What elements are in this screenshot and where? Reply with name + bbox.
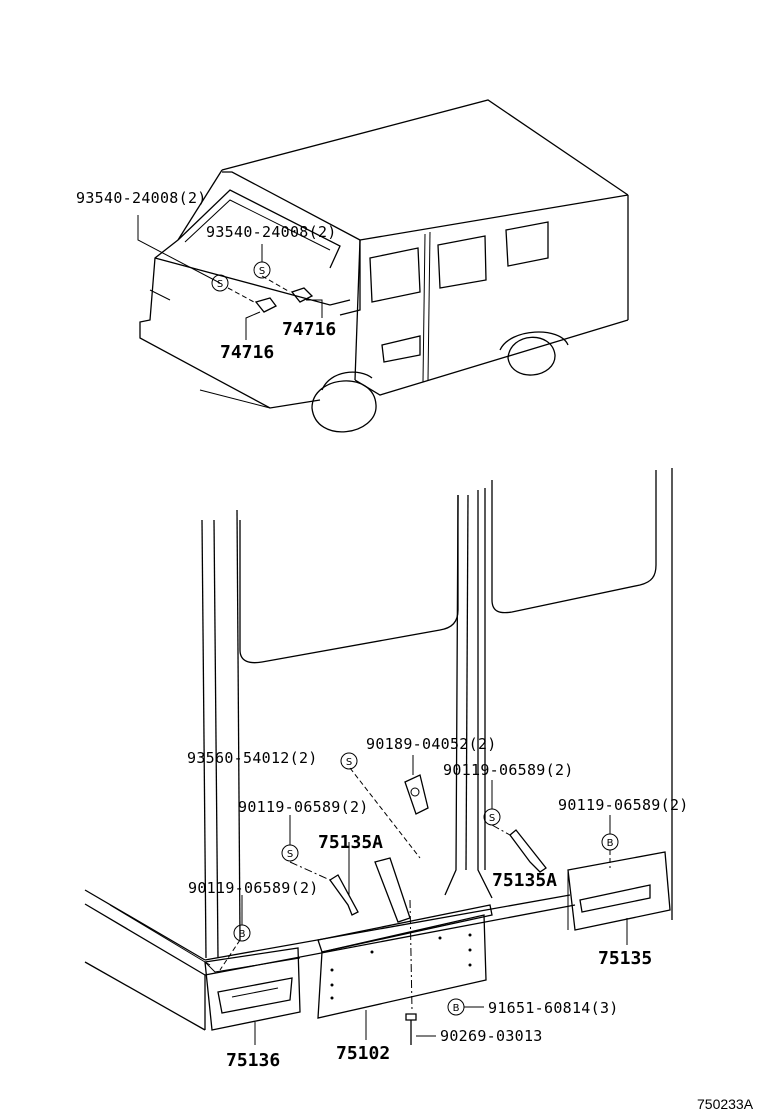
svg-text:B: B: [607, 838, 614, 849]
screw-symbol-4: S: [281, 844, 299, 862]
label-90119-06589-d: 90119-06589(2): [188, 879, 319, 897]
bolt-symbol-3: B: [447, 998, 465, 1016]
mudflap-75135: [567, 851, 671, 931]
svg-text:S: S: [259, 266, 265, 277]
bolt-symbol-1: B: [233, 924, 251, 942]
label-75135: 75135: [598, 948, 652, 969]
screw-symbol-5: S: [483, 808, 501, 826]
screw-symbol-2: S: [253, 261, 271, 279]
label-75135A-a: 75135A: [318, 832, 383, 853]
label-75135A-b: 75135A: [492, 870, 557, 891]
svg-text:S: S: [489, 813, 495, 824]
bracket-75135A-right: [509, 829, 547, 873]
label-75136: 75136: [226, 1050, 280, 1071]
screw-symbol-1: S: [211, 274, 229, 292]
label-75102: 75102: [336, 1043, 390, 1064]
figure-code: 750233A: [697, 1096, 754, 1112]
svg-text:S: S: [346, 757, 352, 768]
label-90189-04052: 90189-04052(2): [366, 735, 497, 753]
label-91651-60814: 91651-60814(3): [488, 999, 619, 1017]
van-illustration: [139, 99, 629, 433]
svg-text:S: S: [287, 849, 293, 860]
label-74716-b: 74716: [220, 342, 274, 363]
bolt-symbol-2: B: [601, 833, 619, 851]
svg-text:B: B: [239, 929, 246, 940]
body-side-panel: [84, 468, 673, 1031]
label-90119-06589-a: 90119-06589(2): [443, 761, 574, 779]
svg-text:S: S: [217, 279, 223, 290]
clip-90189: [404, 774, 429, 815]
label-93560-54012: 93560-54012(2): [187, 749, 318, 767]
bracket-75135A-left: [329, 874, 359, 916]
screw-symbol-3: S: [340, 752, 358, 770]
label-93540-24008-b: 93540-24008(2): [206, 223, 337, 241]
label-74716-a: 74716: [282, 319, 336, 340]
label-90119-06589-b: 90119-06589(2): [238, 798, 369, 816]
label-90269-03013: 90269-03013: [440, 1027, 543, 1045]
label-90119-06589-c: 90119-06589(2): [558, 796, 689, 814]
bolt-90269: [405, 1013, 417, 1045]
label-93540-24008-a: 93540-24008(2): [76, 189, 207, 207]
mudflap-75136: [204, 947, 301, 1031]
svg-text:B: B: [453, 1003, 460, 1014]
mudflap-75102: [317, 904, 493, 1019]
